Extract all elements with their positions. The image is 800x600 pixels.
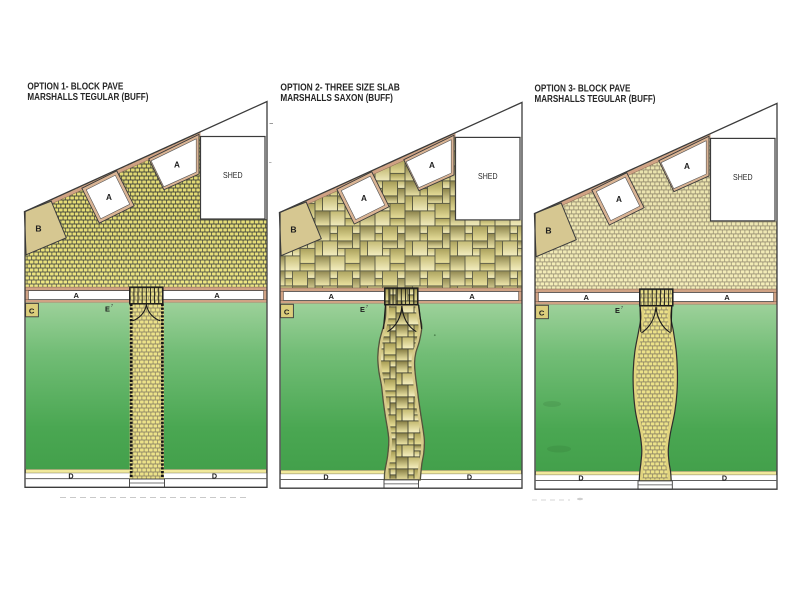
svg-text:SHED: SHED <box>478 172 498 181</box>
svg-text:C: C <box>29 306 35 315</box>
svg-text:D: D <box>467 472 472 481</box>
svg-text:D: D <box>323 472 328 481</box>
svg-text:OPTION 1- BLOCK PAVE: OPTION 1- BLOCK PAVE <box>27 82 123 93</box>
svg-text:7: 7 <box>621 305 624 310</box>
svg-text:A: A <box>329 292 335 301</box>
svg-text:E: E <box>105 304 110 313</box>
svg-text:7: 7 <box>111 303 114 308</box>
svg-text:D: D <box>578 473 583 482</box>
svg-text:D: D <box>68 471 73 480</box>
svg-text:A: A <box>214 291 220 300</box>
svg-text:OPTION 2- THREE SIZE SLAB: OPTION 2- THREE SIZE SLAB <box>280 83 400 94</box>
svg-text:B: B <box>545 225 551 235</box>
svg-text:B: B <box>35 224 41 234</box>
svg-text:C: C <box>284 307 290 316</box>
svg-text:OPTION 3- BLOCK PAVE: OPTION 3- BLOCK PAVE <box>535 84 631 95</box>
svg-text:SHED: SHED <box>733 173 753 182</box>
svg-text:MARSHALLS SAXON (BUFF): MARSHALLS SAXON (BUFF) <box>280 93 393 104</box>
svg-text:A: A <box>174 160 180 169</box>
svg-text:A: A <box>584 293 590 302</box>
svg-text:MARSHALLS TEGULAR (BUFF): MARSHALLS TEGULAR (BUFF) <box>27 92 148 103</box>
svg-text:B: B <box>290 224 296 234</box>
svg-text:E: E <box>615 306 620 315</box>
svg-text:A: A <box>684 162 690 171</box>
svg-text:A: A <box>429 161 435 170</box>
svg-text:A: A <box>469 292 475 301</box>
svg-text:7: 7 <box>366 304 369 309</box>
svg-text:A: A <box>361 194 367 203</box>
svg-text:D: D <box>722 473 727 482</box>
svg-text:C: C <box>539 308 545 317</box>
svg-text:A: A <box>106 193 112 202</box>
svg-text:E: E <box>360 305 365 314</box>
svg-text:A: A <box>74 291 80 300</box>
svg-text:A: A <box>724 293 730 302</box>
svg-text:A: A <box>616 195 622 204</box>
svg-text:SHED: SHED <box>223 171 243 180</box>
svg-text:D: D <box>212 471 217 480</box>
svg-text:MARSHALLS TEGULAR (BUFF): MARSHALLS TEGULAR (BUFF) <box>535 94 656 105</box>
